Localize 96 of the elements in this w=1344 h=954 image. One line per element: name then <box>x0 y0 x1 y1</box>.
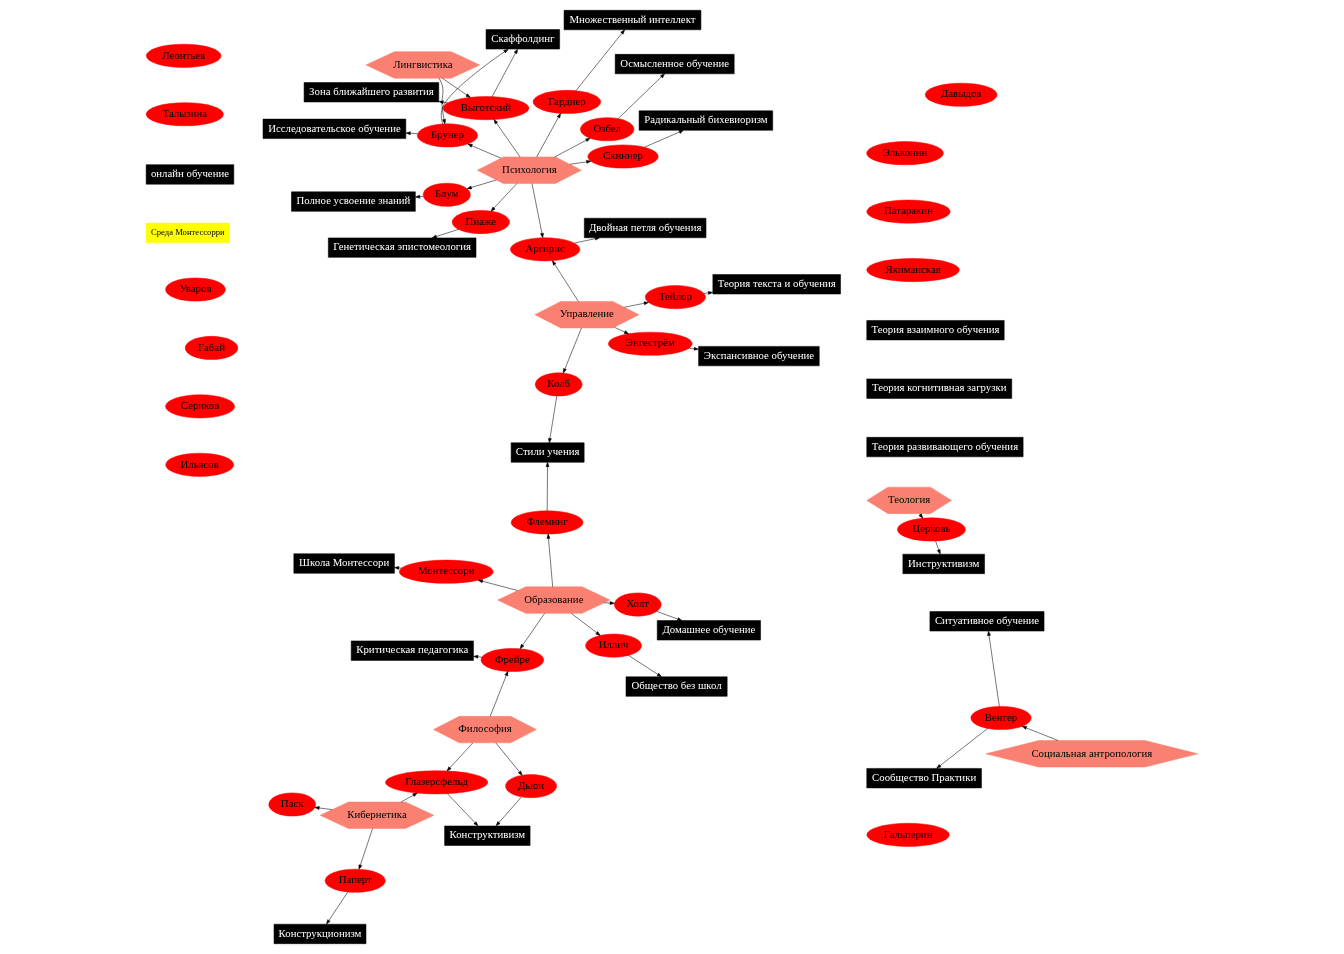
arrow <box>548 395 558 443</box>
node-ellipse: Церковь <box>897 517 966 542</box>
node-box: Радикальный бихевиоризм <box>638 110 773 131</box>
node-ellipse: Габай <box>184 336 239 360</box>
arrow <box>490 183 518 212</box>
arrow <box>495 796 522 827</box>
arrow <box>554 137 591 158</box>
node-box: Конструктивизм <box>444 825 531 846</box>
arrow <box>575 29 625 91</box>
node-box: Двойная петля обучения <box>584 218 707 238</box>
node-ellipse: Флеминг <box>510 510 584 535</box>
arrow <box>493 119 521 158</box>
arrow <box>617 73 665 119</box>
node-ellipse: Якиманская <box>866 258 960 282</box>
node-ellipse: Уваров <box>165 277 226 302</box>
arrow <box>563 327 582 374</box>
node-box: Экспансивное обучение <box>698 346 820 367</box>
node-ellipse: Аргирис <box>510 237 581 262</box>
arrow <box>987 630 1000 707</box>
node-box: Стили учения <box>510 442 585 463</box>
node-ellipse: Патаракин <box>866 199 951 224</box>
node-ellipse: Колб <box>535 372 583 397</box>
node-box: Генетическая эпистомеология <box>328 237 477 258</box>
node-box: Теория взаимного обучения <box>866 320 1005 341</box>
arrow <box>644 130 684 148</box>
node-ellipse: Талызина <box>145 102 224 127</box>
node-ellipse: Паск <box>268 792 316 817</box>
node-ellipse: Холт <box>614 592 662 617</box>
arrow <box>604 601 615 605</box>
arrow <box>656 611 683 621</box>
arrow <box>569 160 592 165</box>
node-box: Зона ближайшего развития <box>303 82 440 103</box>
node-box: Конструкционизм <box>273 923 367 944</box>
arrow <box>519 613 545 649</box>
arrow <box>703 291 713 295</box>
arrow <box>545 462 550 512</box>
node-box: Среда Монтессорри <box>145 222 230 243</box>
arrow <box>531 183 544 238</box>
arrow <box>438 77 446 125</box>
arrow <box>491 48 518 98</box>
node-box: Общество без школ <box>625 676 728 697</box>
arrow <box>405 131 418 136</box>
arrow <box>447 793 479 827</box>
node-ellipse: Леонтьев <box>146 43 222 68</box>
arrow <box>628 655 662 678</box>
arrow <box>446 742 474 772</box>
node-box: онлайн обучение <box>145 164 235 185</box>
node-box: Теория текста и обучения <box>712 274 841 295</box>
arrow <box>314 806 333 810</box>
arrow <box>546 533 553 587</box>
arrow <box>415 194 424 199</box>
node-box: Теория когнитивная загрузки <box>866 378 1013 399</box>
node-box: Инструктивизм <box>902 553 985 574</box>
arrow <box>935 540 941 555</box>
arrow <box>536 113 561 158</box>
arrow <box>574 236 600 244</box>
node-ellipse: Эльконин <box>866 141 944 166</box>
node-box: Осмысленное обучение <box>614 54 735 75</box>
node-box: Школа Монтессори <box>293 553 395 574</box>
node-box: Сообщество Практики <box>866 768 982 789</box>
node-box: Исследовательское обучение <box>262 118 407 139</box>
arrow <box>467 143 502 159</box>
node-ellipse: Гарднер <box>532 90 601 114</box>
node-box: Множественный интеллект <box>563 10 702 31</box>
node-ellipse: Паперт <box>324 868 386 893</box>
node-ellipse: Давыдов <box>924 82 998 107</box>
arrow <box>495 742 523 776</box>
node-box: Критическая педагогика <box>350 640 474 661</box>
node-ellipse: Ильясов <box>165 452 234 477</box>
node-ellipse: Гальперин <box>866 823 950 847</box>
arrow <box>478 579 518 591</box>
arrow <box>358 828 373 870</box>
node-box: Полное усвоение знаний <box>291 191 416 212</box>
node-box: Теория развивающего обучения <box>866 437 1024 458</box>
node-ellipse: Пиаже <box>451 210 510 234</box>
arrow <box>571 613 601 636</box>
node-box: Ситуативное обучение <box>929 611 1045 632</box>
arrow <box>473 655 483 659</box>
arrow <box>489 671 509 717</box>
arrow <box>1021 726 1059 741</box>
arrow <box>326 891 348 925</box>
arrow <box>688 346 699 351</box>
node-ellipse: Сериков <box>165 394 235 419</box>
node-ellipse: Дьюи <box>505 774 557 798</box>
arrow <box>442 78 471 98</box>
arrow <box>466 179 497 190</box>
arrow <box>624 301 649 308</box>
node-ellipse: Фрейре <box>480 648 544 672</box>
arrow <box>400 792 418 803</box>
arrow <box>936 728 989 769</box>
node-box: Домашнее обучение <box>656 620 761 641</box>
arrow <box>614 327 629 335</box>
arrow <box>394 566 402 570</box>
arrow <box>431 229 459 239</box>
arrow <box>552 260 579 302</box>
node-box: Скаффолдинг <box>485 29 560 50</box>
